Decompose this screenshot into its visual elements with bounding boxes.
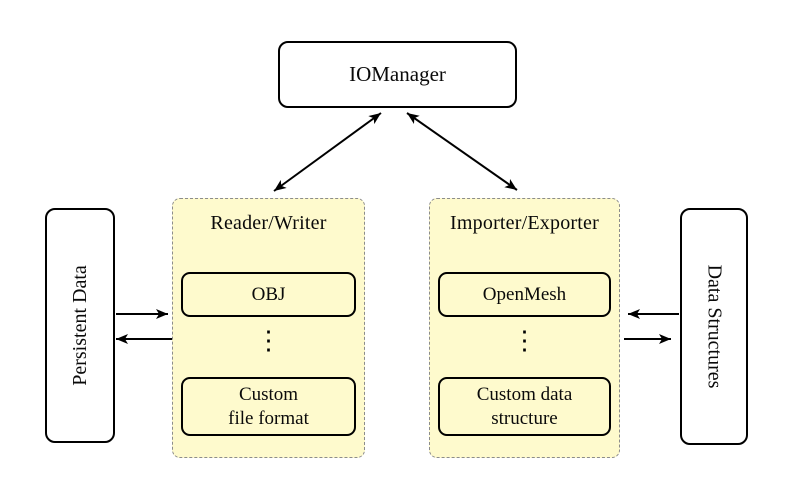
custom-file-format-box: Custom file format — [181, 377, 356, 436]
persistent-data-box: Persistent Data — [45, 208, 115, 443]
data-structures-box: Data Structures — [680, 208, 748, 445]
custom-file-format-line1: Custom — [238, 383, 299, 405]
importer-exporter-panel: Importer/Exporter OpenMesh ⋮ Custom data… — [429, 198, 620, 458]
data-structures-label: Data Structures — [703, 264, 726, 389]
arrow-iomanager-importerexporter — [406, 112, 518, 191]
custom-data-structure-box: Custom data structure — [438, 377, 611, 436]
persistent-data-label: Persistent Data — [68, 265, 91, 386]
custom-data-structure-line1: Custom data — [476, 383, 573, 405]
arrow-iomanager-readerwriter — [273, 112, 382, 192]
custom-data-structure-line2: structure — [491, 407, 558, 429]
openmesh-label: OpenMesh — [482, 283, 567, 305]
obj-box: OBJ — [181, 272, 356, 317]
obj-label: OBJ — [251, 283, 286, 305]
reader-writer-title: Reader/Writer — [210, 212, 327, 234]
vertical-ellipsis: ⋮ — [255, 326, 282, 355]
importer-exporter-title: Importer/Exporter — [450, 212, 599, 234]
vertical-ellipsis: ⋮ — [511, 326, 538, 355]
reader-writer-panel: Reader/Writer OBJ ⋮ Custom file format — [172, 198, 365, 458]
openmesh-box: OpenMesh — [438, 272, 611, 317]
iomanager-box: IOManager — [278, 41, 517, 108]
custom-file-format-line2: file format — [228, 407, 309, 429]
iomanager-label: IOManager — [349, 62, 446, 86]
